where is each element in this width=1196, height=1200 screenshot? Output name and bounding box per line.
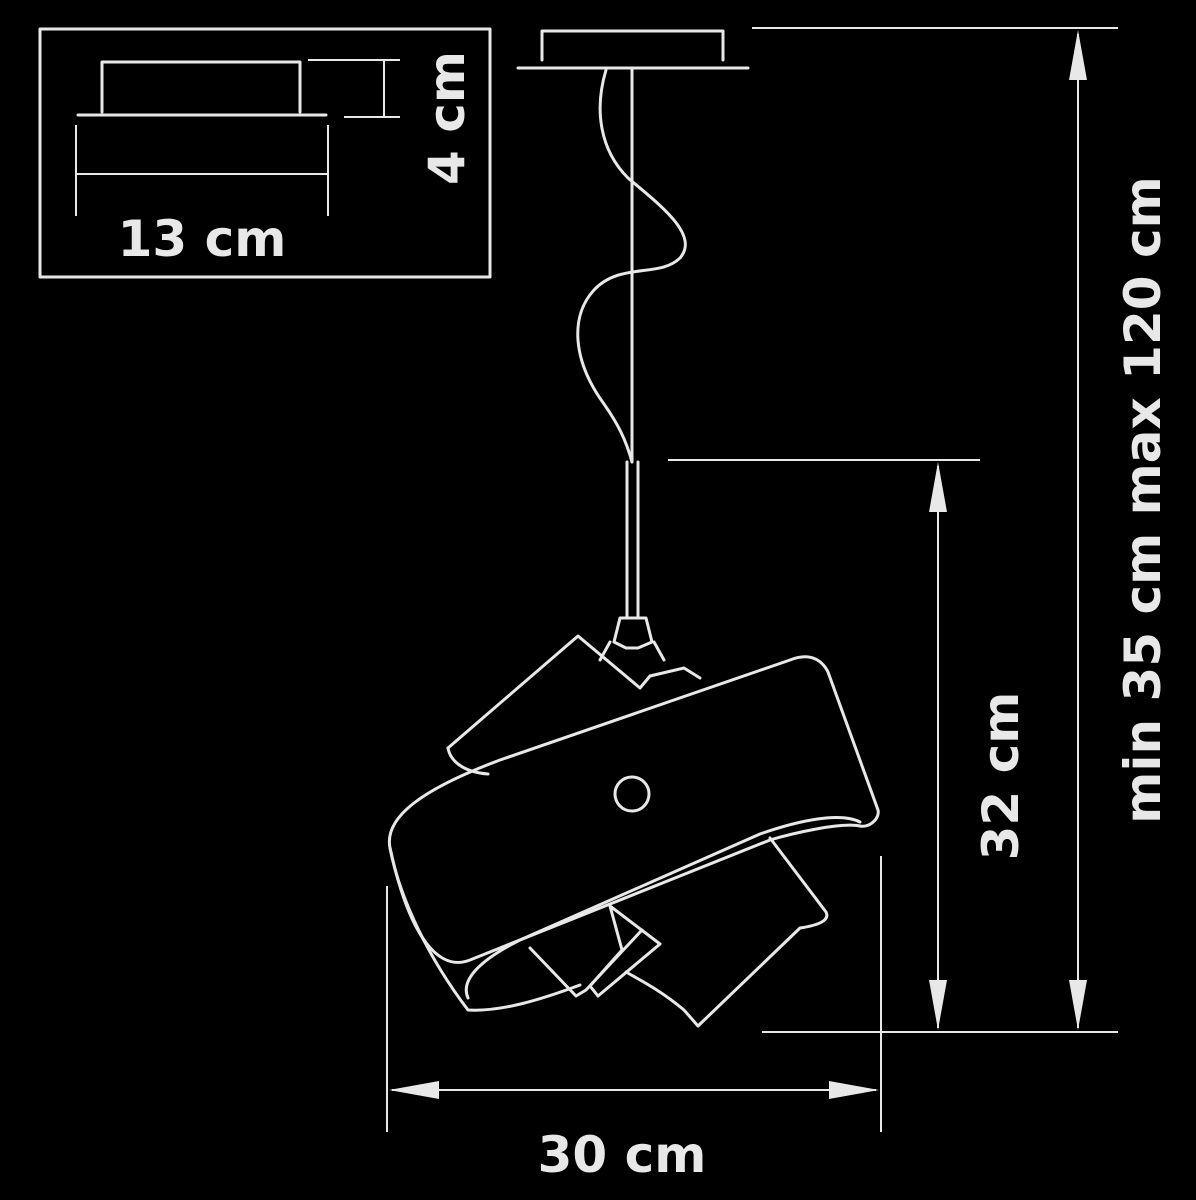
canopy-width-label: 13 cm [118,210,287,268]
shade-width-dimension: 30 cm [386,856,882,1184]
shade-height-arrow-bottom [929,980,947,1030]
shade-height-label: 32 cm [972,692,1030,861]
canopy-detail-inset: 13 cm 4 cm [38,27,492,279]
back-shade-fold [446,746,490,776]
total-height-arrow-bottom [1069,980,1087,1030]
outer-ring-bottom [388,846,582,1012]
outer-ring-shade [387,655,880,964]
inset-frame [38,27,492,279]
shade-height-arrow-top [929,462,947,512]
socket-holders [598,640,666,662]
shade-width-label: 30 cm [538,1126,707,1184]
shade-width-arrow-left [389,1081,439,1099]
back-shade-top [446,634,702,750]
pendant-lamp [387,29,880,1028]
total-height-arrow-top [1069,30,1087,80]
front-shade-fold-center [588,904,662,998]
lamp-stem [625,460,640,620]
shade-width-arrow-right [829,1081,879,1099]
lamp-socket-cap [612,616,654,650]
shade-screw [613,775,651,813]
front-shade-fold-right [624,836,829,1028]
shade-height-dimension: 32 cm [668,459,1030,1030]
total-height-label: min 35 cm max 120 cm [1114,176,1172,823]
canopy-height-label: 4 cm [418,51,476,185]
power-cable [576,68,687,464]
total-height-dimension: min 35 cm max 120 cm [752,27,1172,1033]
ceiling-canopy [540,29,725,62]
outer-ring-inner-edge [464,816,862,1000]
front-shade-fold-left [528,928,644,998]
inset-canopy-body [100,60,302,114]
